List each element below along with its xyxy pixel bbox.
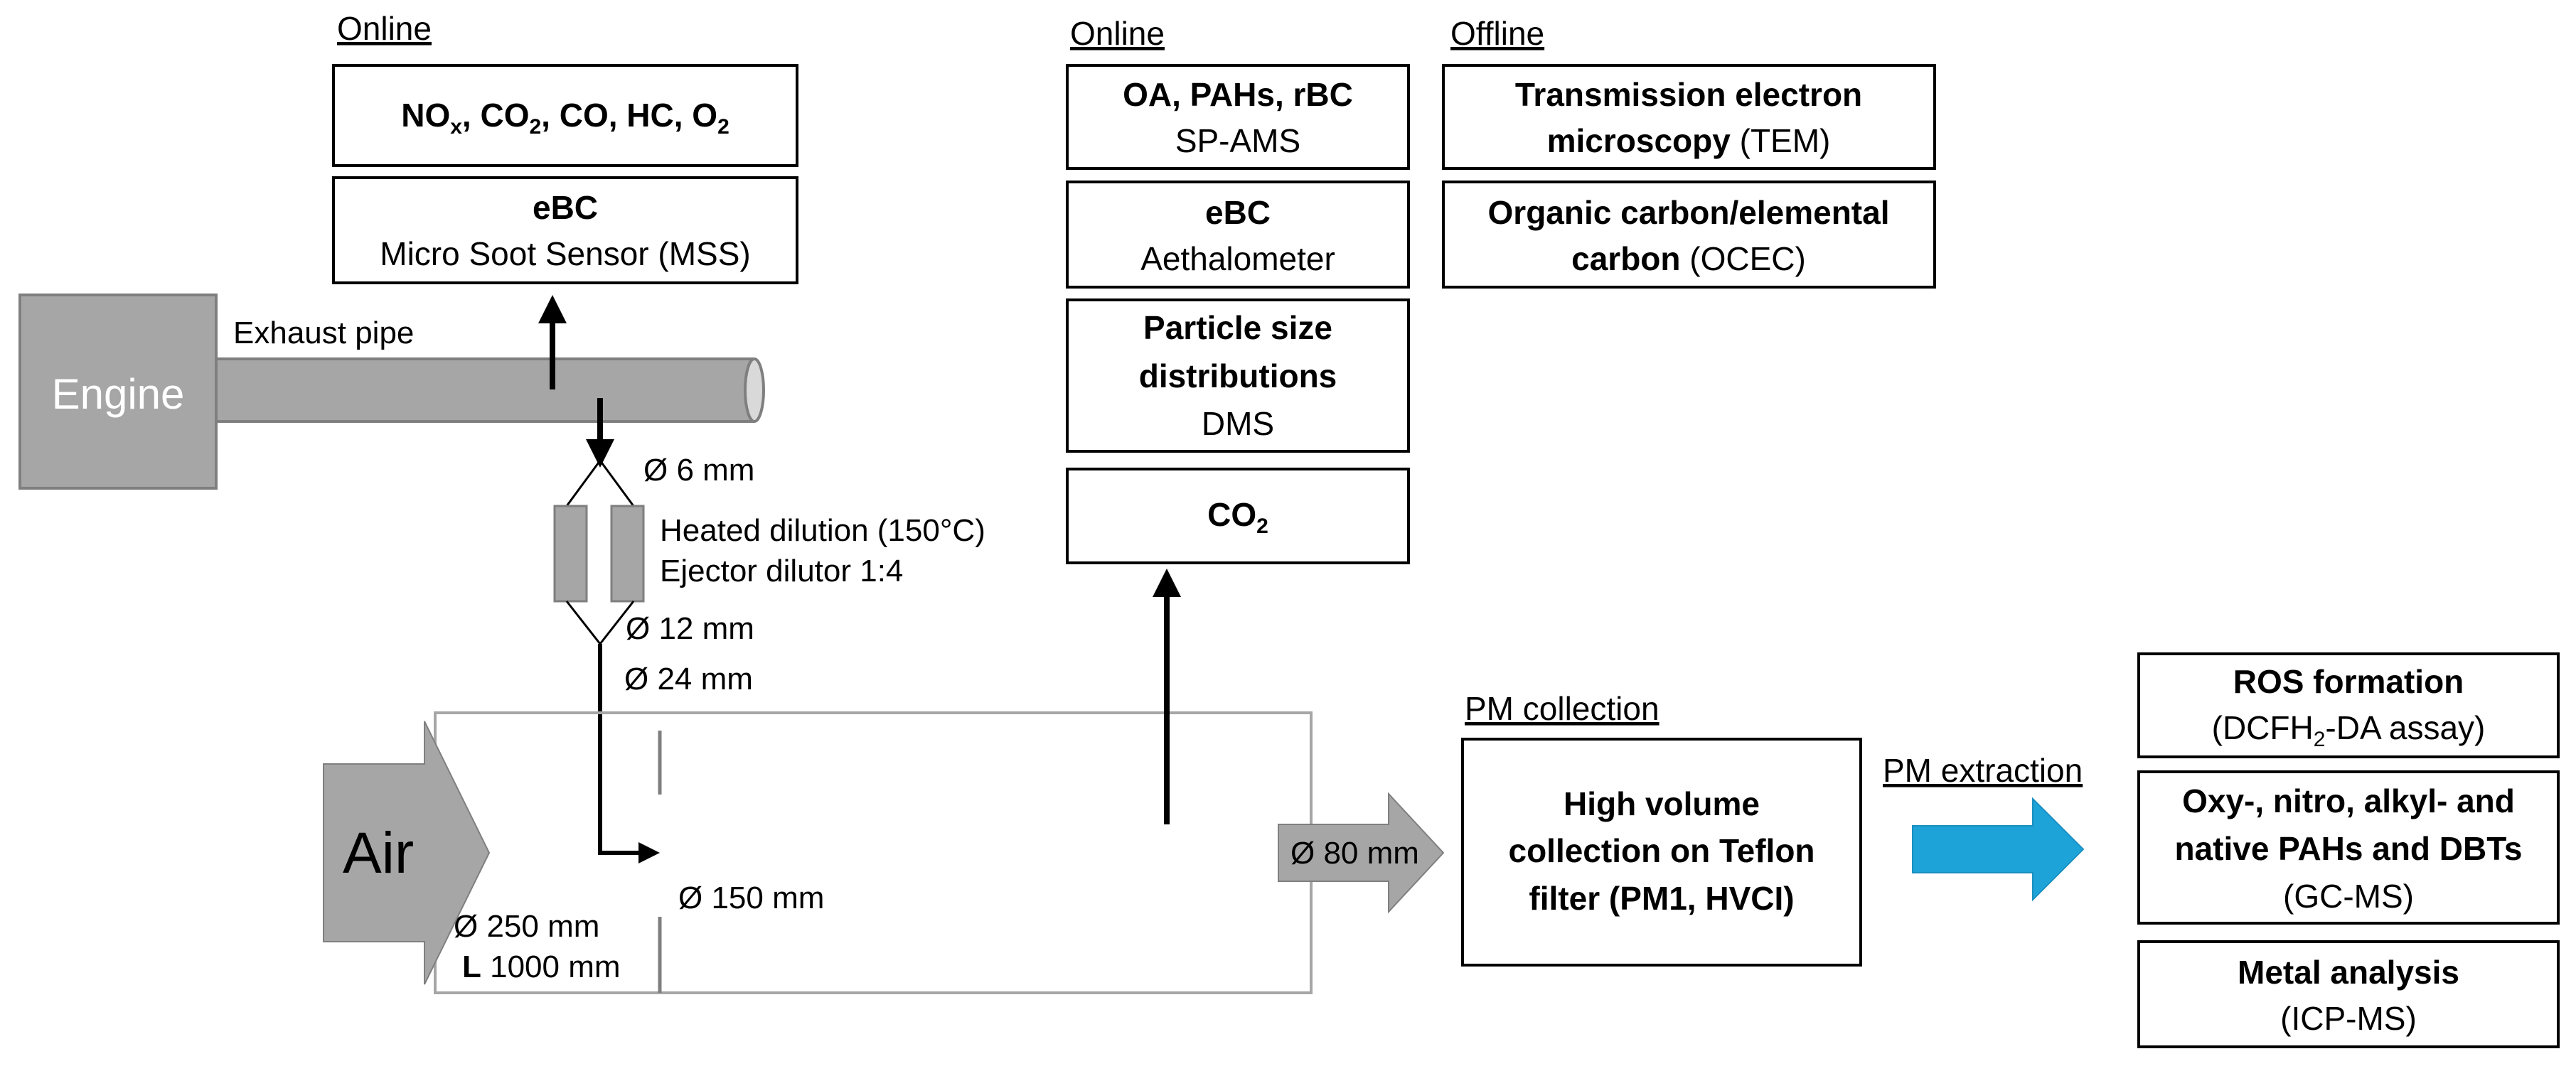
gas-analysis-box [332, 64, 798, 167]
diameter-24mm: Ø 24 mm [624, 662, 753, 696]
tunnel-length: L 1000 mm [462, 949, 621, 984]
pm-collection-line2: collection on Teflon [1508, 832, 1815, 869]
exhaust-pipe-label: Exhaust pipe [233, 316, 414, 350]
aethalometer-box [1066, 181, 1410, 289]
header-online-right: Online [1070, 15, 1165, 52]
header-online-left: Online [337, 10, 432, 47]
dms-title-line2: distributions [1139, 357, 1337, 394]
tem-box [1442, 64, 1936, 170]
ros-title: ROS formation [2233, 663, 2464, 700]
engine-label: Engine [52, 370, 185, 418]
spams-title: OA, PAHs, rBC [1123, 76, 1353, 113]
co2-box [1066, 468, 1410, 564]
pm-collection-line3: filter (PM1, HVCI) [1529, 880, 1794, 917]
pm-collection-line1: High volume [1564, 785, 1760, 822]
ocec-line1: Organic carbon/elemental [1488, 194, 1890, 231]
header-offline: Offline [1450, 15, 1544, 52]
ocec-line2: carbon (OCEC) [1571, 240, 1806, 277]
diameter-150mm: Ø 150 mm [678, 881, 824, 915]
air-inlet-arrow [323, 721, 491, 985]
exhaust-pipe [215, 357, 754, 423]
dilution-outlet-merge [565, 601, 635, 646]
aethalometer-title: eBC [1205, 194, 1271, 231]
metal-title: Metal analysis [2238, 954, 2459, 991]
metal-box [2137, 940, 2560, 1048]
pah-box [2137, 770, 2560, 925]
header-pm-collection: PM collection [1465, 690, 1660, 727]
dilutor-left [553, 505, 588, 603]
tem-line1: Transmission electron [1515, 76, 1862, 113]
dms-desc: DMS [1202, 405, 1274, 442]
pah-desc: (GC-MS) [2283, 878, 2414, 915]
metal-desc: (ICP-MS) [2280, 1000, 2417, 1037]
air-label: Air [343, 821, 414, 886]
mss-title: eBC [533, 189, 598, 226]
dilution-inlet-split-right [599, 460, 635, 507]
dms-box [1066, 298, 1410, 453]
heated-dilution-label: Heated dilution (150°C) [660, 513, 985, 548]
ejector-dilutor-label: Ejector dilutor 1:4 [660, 554, 903, 588]
ocec-box [1442, 181, 1936, 289]
dms-title-line1: Particle size [1143, 309, 1332, 346]
diameter-12mm: Ø 12 mm [626, 611, 754, 646]
dilutor-right [610, 505, 645, 603]
pm-collection-box [1461, 738, 1862, 967]
engine-block [18, 294, 218, 490]
spams-desc: SP-AMS [1175, 122, 1300, 159]
pah-line2: native PAHs and DBTs [2174, 830, 2522, 867]
exhaust-pipe-end [744, 357, 765, 423]
diameter-6mm: Ø 6 mm [643, 453, 754, 488]
header-pm-extraction: PM extraction [1883, 752, 2083, 789]
tunnel-diameter: Ø 250 mm [454, 909, 599, 944]
pah-line1: Oxy-, nitro, alkyl- and [2182, 782, 2515, 819]
dilution-inlet-split [565, 460, 602, 507]
tem-line2: microscopy (TEM) [1547, 122, 1831, 159]
mss-box [332, 176, 798, 284]
tunnel-outlet-arrow [1278, 792, 1445, 914]
gas-analysis-text: NOx, CO2, CO, HC, O2 [401, 97, 729, 139]
mss-desc: Micro Soot Sensor (MSS) [380, 235, 750, 272]
pm-extraction-arrow [1912, 797, 2085, 902]
co2-text: CO2 [1207, 496, 1268, 538]
ros-desc: (DCFH2-DA assay) [2212, 709, 2486, 751]
diameter-80mm: Ø 80 mm [1290, 836, 1419, 871]
spams-box [1066, 64, 1410, 170]
ros-box [2137, 652, 2560, 758]
aethalometer-desc: Aethalometer [1140, 240, 1335, 277]
